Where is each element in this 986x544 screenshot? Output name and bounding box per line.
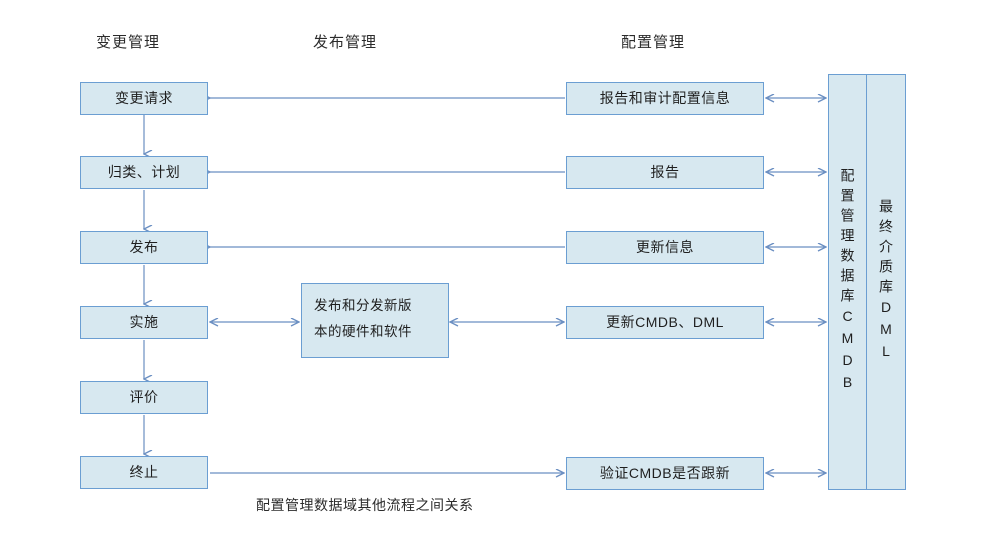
node-update-info[interactable]: 更新信息 [566, 231, 764, 264]
repository-cmdb[interactable]: 配置管理数据库CMDB [828, 74, 867, 490]
node-report-audit-config-info[interactable]: 报告和审计配置信息 [566, 82, 764, 115]
column-header-configuration-management: 配置管理 [621, 34, 686, 51]
column-header-change-management: 变更管理 [96, 34, 161, 51]
node-terminate[interactable]: 终止 [80, 456, 208, 489]
column-header-release-management: 发布管理 [313, 34, 378, 51]
node-verify-cmdb-updated[interactable]: 验证CMDB是否跟新 [566, 457, 764, 490]
node-implement[interactable]: 实施 [80, 306, 208, 339]
repository-dml[interactable]: 最终介质库DML [866, 74, 906, 490]
node-evaluate[interactable]: 评价 [80, 381, 208, 414]
node-classify-plan[interactable]: 归类、计划 [80, 156, 208, 189]
node-report[interactable]: 报告 [566, 156, 764, 189]
node-distribute-new-version-line1: 发布和分发新版 [314, 298, 412, 313]
node-distribute-new-version-line2: 本的硬件和软件 [314, 324, 412, 340]
node-release[interactable]: 发布 [80, 231, 208, 264]
node-update-cmdb-dml[interactable]: 更新CMDB、DML [566, 306, 764, 339]
node-distribute-new-version[interactable]: 发布和分发新版 本的硬件和软件 [301, 283, 449, 358]
diagram-caption: 配置管理数据域其他流程之间关系 [256, 497, 474, 513]
node-change-request[interactable]: 变更请求 [80, 82, 208, 115]
